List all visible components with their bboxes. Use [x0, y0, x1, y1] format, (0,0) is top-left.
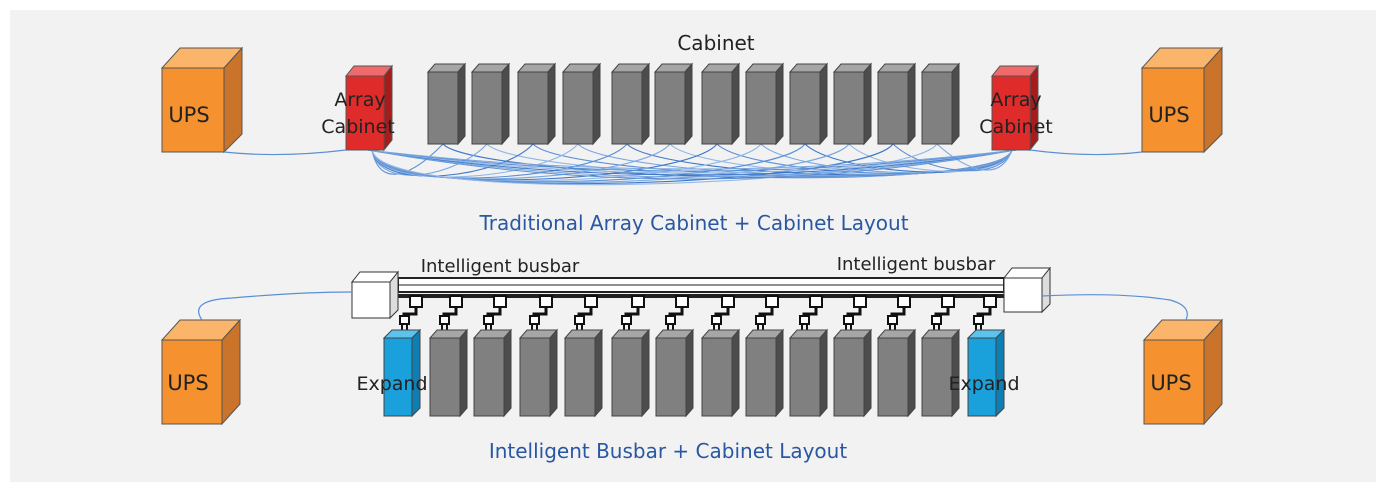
- busbar-end-box-right: [1002, 266, 1052, 314]
- cable: [848, 143, 1013, 172]
- cabinet-heading: Cabinet: [677, 31, 754, 55]
- cabinet: [788, 62, 829, 146]
- cabinet: [426, 62, 467, 146]
- cabinet: [610, 62, 651, 146]
- cable: [936, 143, 1013, 171]
- cabinet: [876, 62, 917, 146]
- cabinet: [744, 62, 785, 146]
- expand-cabinet-left: Expand: [356, 328, 428, 418]
- array-label: Array: [990, 89, 1041, 111]
- cable: [760, 143, 1013, 174]
- ups-unit-bottom-left: UPS: [160, 318, 242, 426]
- cable: [367, 149, 1017, 180]
- cable: [367, 149, 1017, 176]
- ups-cable-bottom-left: [198, 291, 353, 321]
- array-cabinet-right: Array Cabinet: [979, 64, 1053, 152]
- cabinet: [654, 328, 695, 418]
- busbar-end-box-left: [350, 270, 400, 320]
- cabinet: [832, 62, 873, 146]
- busbar-label-left: Intelligent busbar: [421, 256, 580, 277]
- ups-label: UPS: [167, 371, 208, 395]
- expand-label: Expand: [948, 373, 1019, 395]
- power-cables: [367, 143, 1017, 186]
- cable: [669, 143, 1013, 175]
- cabinet: [518, 328, 559, 418]
- cabinet-row-top: [426, 62, 961, 146]
- array-cabinet-left: Array Cabinet: [321, 64, 395, 152]
- busbar-label-right: Intelligent busbar: [837, 254, 996, 275]
- cable: [892, 143, 1013, 172]
- cabinet: [472, 328, 513, 418]
- ups-cable-bottom-right: [1041, 294, 1188, 321]
- cabinet: [563, 328, 604, 418]
- cabinet: [700, 328, 741, 418]
- cabinet: [470, 62, 511, 146]
- cabinet: [832, 328, 873, 418]
- cabinet: [920, 328, 961, 418]
- cable: [367, 149, 1017, 170]
- cable: [804, 143, 1013, 173]
- ups-cable-left: [223, 149, 347, 156]
- intelligent-busbar: [397, 277, 1005, 298]
- cable: [367, 149, 1017, 178]
- cabinet: [561, 62, 602, 146]
- cabinet: [920, 62, 961, 146]
- expand-cabinet-right: Expand: [948, 328, 1020, 418]
- cabinet: [700, 62, 741, 146]
- cable: [371, 143, 444, 175]
- cable: [371, 143, 938, 186]
- bottom-caption: Intelligent Busbar + Cabinet Layout: [489, 439, 848, 463]
- cabinet-row-bottom: [428, 328, 961, 418]
- ups-unit-bottom-right: UPS: [1142, 318, 1224, 426]
- cabinet: [428, 328, 469, 418]
- ups-label: UPS: [168, 103, 209, 127]
- ups-unit-top-right: UPS: [1140, 46, 1224, 154]
- cabinet: [653, 62, 694, 146]
- top-caption: Traditional Array Cabinet + Cabinet Layo…: [478, 211, 908, 235]
- cabinet-label: Cabinet: [979, 116, 1052, 138]
- array-label: Array: [334, 89, 385, 111]
- ups-cable-right: [1029, 149, 1143, 156]
- expand-label: Expand: [356, 373, 427, 395]
- ups-unit-top-left: UPS: [160, 46, 244, 154]
- cabinet: [876, 328, 917, 418]
- cable: [367, 149, 1017, 174]
- ups-label: UPS: [1150, 371, 1191, 395]
- cabinet: [788, 328, 829, 418]
- cable: [716, 143, 1013, 175]
- cable: [367, 149, 1017, 172]
- cabinet: [744, 328, 785, 418]
- cabinet: [610, 328, 651, 418]
- cabinet: [516, 62, 557, 146]
- ups-label: UPS: [1148, 103, 1189, 127]
- cabinet-label: Cabinet: [321, 116, 394, 138]
